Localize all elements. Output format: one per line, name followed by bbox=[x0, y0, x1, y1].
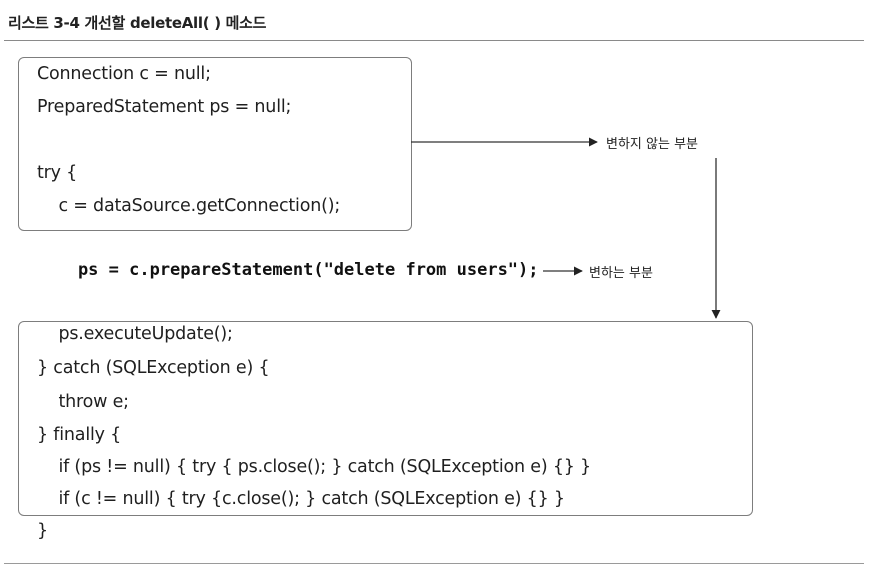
code-line: } catch (SQLException e) { bbox=[37, 358, 270, 378]
changing-code-line: ps = c.prepareStatement("delete from use… bbox=[37, 260, 539, 280]
code-line: if (ps != null) { try { ps.close(); } ca… bbox=[37, 457, 591, 477]
top-rule bbox=[4, 40, 864, 41]
unchanging-part-label: 변하지 않는 부분 bbox=[606, 137, 698, 152]
unchanging-code-box-lower bbox=[18, 321, 753, 516]
code-line: try { bbox=[37, 163, 78, 183]
listing-title: 리스트 3-4 개선할 deleteAll( ) 메소드 bbox=[8, 14, 267, 32]
code-line: PreparedStatement ps = null; bbox=[37, 97, 292, 117]
code-line: if (c != null) { try {c.close(); } catch… bbox=[37, 489, 565, 509]
code-line: c = dataSource.getConnection(); bbox=[37, 196, 341, 216]
code-line: } bbox=[37, 521, 48, 541]
code-line: throw e; bbox=[37, 392, 129, 412]
bottom-rule bbox=[4, 563, 864, 564]
code-line: } finally { bbox=[37, 425, 122, 445]
code-line: ps.executeUpdate(); bbox=[37, 324, 233, 344]
unchanging-code-box-upper bbox=[18, 57, 412, 231]
changing-part-label: 변하는 부분 bbox=[589, 266, 653, 281]
code-line: Connection c = null; bbox=[37, 64, 211, 84]
